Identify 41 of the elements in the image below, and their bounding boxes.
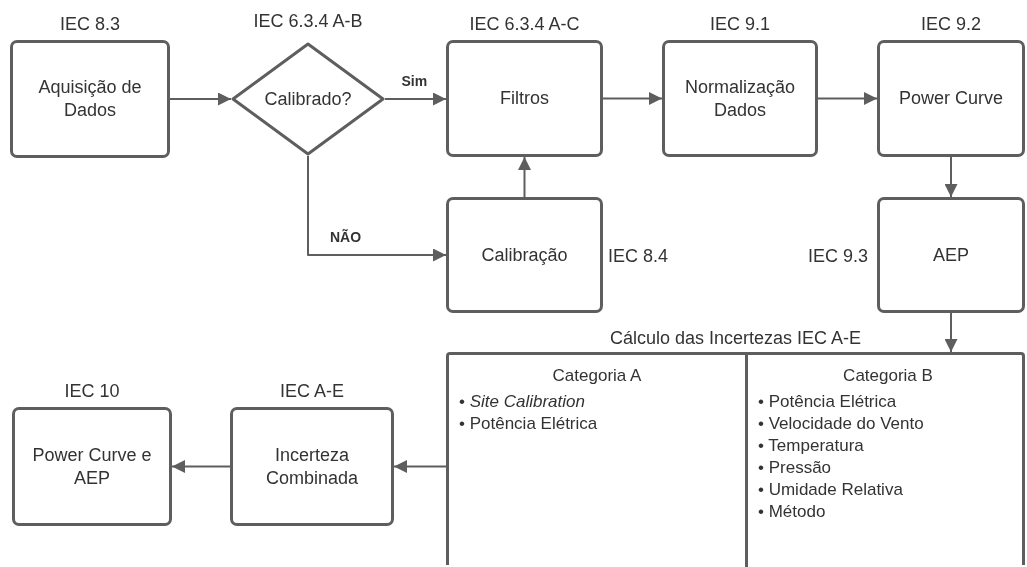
bullet-item: • Umidade Relativa: [758, 479, 904, 501]
arrow: [393, 460, 447, 473]
section-reference: IEC A-E: [280, 381, 344, 402]
bullet-item: • Potência Elétrica: [459, 413, 599, 435]
category-title: Categoria A: [551, 365, 643, 387]
section-reference: IEC 6.3.4 A-B: [253, 11, 363, 32]
edge-label: Sim: [399, 73, 430, 89]
edge-label: NÃO: [328, 229, 364, 245]
section-reference: IEC 10: [64, 381, 120, 402]
box-label: AEP: [933, 243, 969, 267]
box-label: Calibrado?: [264, 87, 352, 111]
box-label: Filtros: [500, 87, 549, 110]
arrow: [602, 92, 663, 105]
section-reference: Cálculo das Incertezas IEC A-E: [609, 328, 862, 349]
arrow: [944, 156, 958, 198]
arrow: [944, 312, 958, 353]
box-label: Normalização Dados: [683, 75, 796, 122]
bullet-item: • Temperatura: [758, 435, 865, 457]
category-title: Categoria B: [842, 365, 934, 387]
section-reference: IEC 9.3: [807, 246, 868, 267]
arrow: [171, 460, 231, 473]
bullet-item: • Potência Elétrica: [758, 391, 898, 413]
box-label: Calibração: [481, 243, 568, 267]
box-label: Incerteza Combinada: [264, 443, 360, 490]
bullet-item: • Pressão: [758, 457, 833, 479]
section-reference: IEC 9.2: [921, 14, 981, 35]
bullet-item: • Velocidade do Vento: [758, 413, 925, 435]
section-reference: IEC 8.4: [608, 246, 669, 267]
bullet-item: • Site Calibration: [459, 391, 586, 413]
bullet-item: • Método: [758, 501, 827, 523]
box-label: Power Curve: [898, 87, 1003, 110]
arrow: [817, 92, 878, 105]
section-reference: IEC 6.3.4 A-C: [469, 14, 580, 35]
section-reference: IEC 8.3: [60, 14, 120, 35]
box-label: Power Curve e AEP: [31, 443, 153, 490]
section-reference: IEC 9.1: [710, 14, 770, 35]
arrow: [307, 155, 447, 262]
arrow: [384, 92, 447, 106]
box-label: Aquisição de Dados: [37, 76, 143, 122]
arrow: [518, 156, 531, 198]
arrow: [169, 92, 232, 106]
